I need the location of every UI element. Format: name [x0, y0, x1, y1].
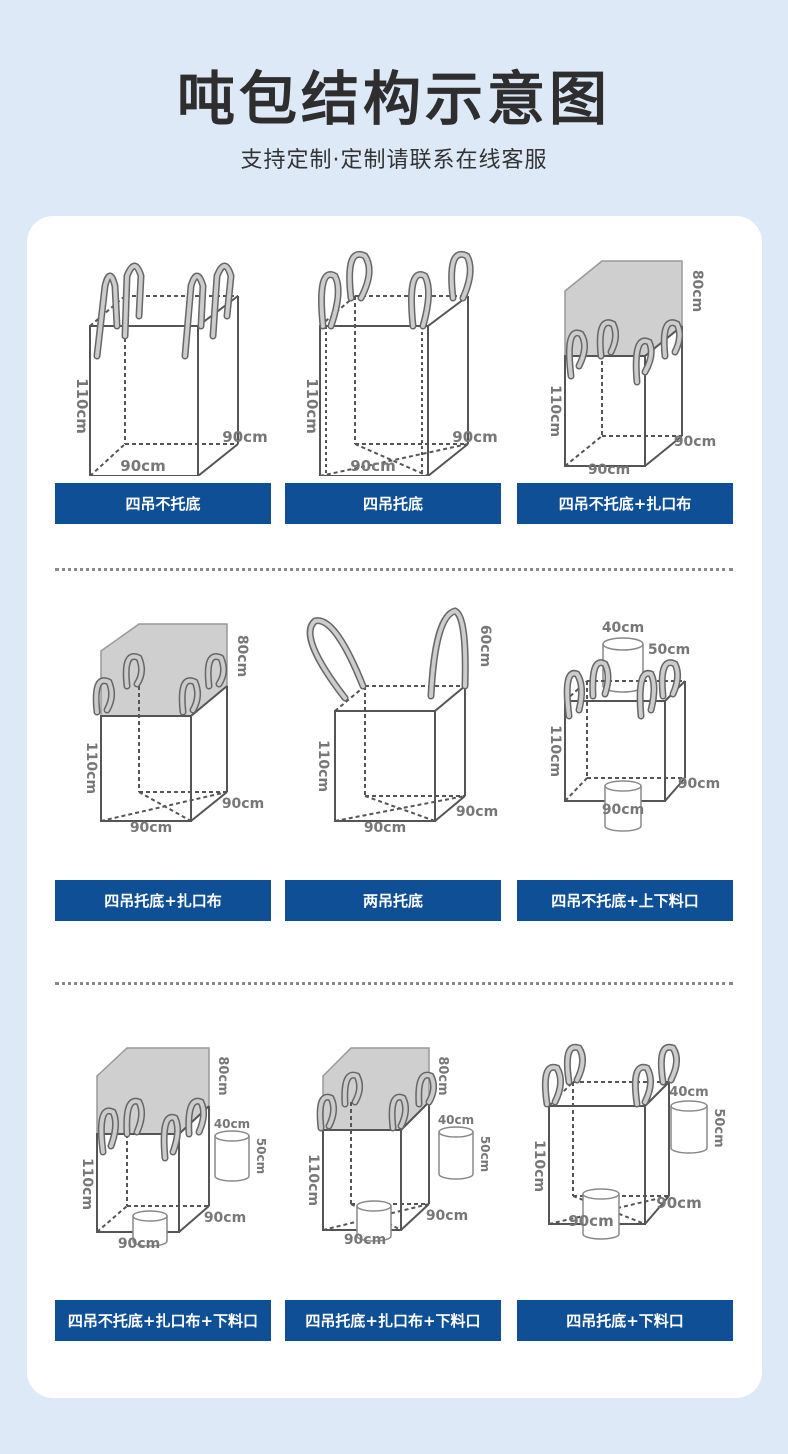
dim-width: 90cm [344, 1232, 386, 1248]
diagram-four-loop-bottom-spout: 40cm 50cm 110cm 90cm 90cm 四吊托底+下料口 [517, 1036, 733, 1341]
dim-height: 110cm [315, 740, 331, 792]
dim-width: 90cm [130, 820, 172, 836]
bag-illustration: 80cm 40cm 50cm 110cm 90cm 90cm [79, 1047, 268, 1252]
divider [55, 568, 733, 571]
dim-width: 90cm [568, 1212, 613, 1230]
diagram-four-loop-no-bottom-skirt-spout: 80cm 40cm 50cm 110cm 90cm 90cm 四吊不托底+扎口布… [55, 1036, 271, 1341]
bag-illustration: 40cm 50cm 110cm 90cm 90cm [531, 1043, 726, 1240]
diagram-label: 四吊托底+扎口布+下料口 [285, 1300, 501, 1341]
dim-top: 80cm [435, 1056, 450, 1095]
dim-depth: 90cm [456, 804, 498, 820]
diagram-label: 两吊托底 [285, 880, 501, 921]
dim-top: 80cm [689, 270, 705, 312]
dim-spout-diameter: 40cm [214, 1117, 250, 1131]
dim-height: 110cm [531, 1140, 547, 1192]
dim-loop: 60cm [477, 625, 493, 667]
page-title: 吨包结构示意图 [176, 65, 611, 133]
page-subtitle: 支持定制·定制请联系在线客服 [240, 148, 548, 173]
diagram-label: 四吊不托底+上下料口 [517, 880, 733, 921]
diagram-four-loop-bottom: 110cm 90cm 90cm 四吊托底 [285, 246, 501, 524]
diagram-label: 四吊不托底 [55, 483, 271, 524]
bag-illustration: 110cm 90cm 90cm [73, 262, 268, 476]
dim-width: 90cm [118, 1236, 160, 1252]
diagram-four-loop-bottom-skirt-spout: 80cm 40cm 50cm 110cm 90cm 90cm 四吊托底+扎口布+… [285, 1036, 501, 1341]
dim-height: 110cm [79, 1158, 95, 1210]
dim-spout-diameter: 40cm [602, 620, 644, 636]
dim-width: 90cm [588, 462, 630, 476]
dim-height: 110cm [547, 725, 563, 777]
bag-illustration: 40cm 50cm 110cm 90cm 90cm [547, 620, 720, 832]
dim-top: 80cm [234, 635, 250, 677]
bag-illustration: 80cm 110cm 90cm 90cm [547, 260, 716, 476]
diagram-label: 四吊不托底+扎口布 [517, 483, 733, 524]
diagram-four-loop-top-bottom-spout: 40cm 50cm 110cm 90cm 90cm 四吊不托底+上下料口 [517, 606, 733, 921]
dim-depth: 90cm [426, 1208, 468, 1224]
dim-spout-height: 50cm [478, 1136, 492, 1172]
diagram-four-loop-bottom-skirt: 80cm 110cm 90cm 90cm 四吊托底+扎口布 [55, 606, 271, 921]
dim-spout-diameter: 40cm [669, 1085, 708, 1100]
dim-height: 110cm [83, 742, 99, 794]
dim-height: 110cm [73, 378, 91, 434]
diagram-four-loop-no-bottom-skirt: 80cm 110cm 90cm 90cm 四吊不托底+扎口布 [517, 246, 733, 524]
bag-illustration: 80cm 40cm 50cm 110cm 90cm 90cm [305, 1047, 492, 1248]
dim-spout-height: 50cm [711, 1108, 726, 1147]
dim-depth: 90cm [452, 428, 497, 446]
diagram-two-loop-bottom: 60cm 110cm 90cm 90cm 两吊托底 [285, 606, 501, 921]
dim-spout-diameter: 40cm [438, 1113, 474, 1127]
divider [55, 982, 733, 985]
dim-top: 80cm [215, 1056, 230, 1095]
dim-width: 90cm [120, 457, 165, 475]
dim-height: 110cm [303, 378, 321, 434]
dim-depth: 90cm [674, 434, 716, 450]
diagram-label: 四吊托底+下料口 [517, 1300, 733, 1341]
dim-bottom-spout: 90cm [602, 802, 644, 818]
bag-illustration: 80cm 110cm 90cm 90cm [83, 623, 264, 836]
diagram-label: 四吊托底+扎口布 [55, 880, 271, 921]
dim-height: 110cm [305, 1154, 321, 1206]
bag-illustration: 110cm 90cm 90cm [303, 251, 498, 476]
diagram-card: 110cm 90cm 90cm 四吊不托底 [27, 216, 762, 1398]
dim-depth: 90cm [656, 1194, 701, 1212]
dim-height: 110cm [547, 385, 563, 437]
dim-width: 90cm [364, 820, 406, 836]
dim-depth: 90cm [222, 796, 264, 812]
dim-depth: 90cm [204, 1210, 246, 1226]
dim-spout-height: 50cm [254, 1138, 268, 1174]
dim-depth: 90cm [222, 428, 267, 446]
dim-depth: 90cm [678, 776, 720, 792]
bag-illustration: 60cm 110cm 90cm 90cm [306, 607, 498, 836]
diagram-label: 四吊托底 [285, 483, 501, 524]
diagram-four-loop-no-bottom: 110cm 90cm 90cm 四吊不托底 [55, 246, 271, 524]
diagram-label: 四吊不托底+扎口布+下料口 [55, 1300, 271, 1341]
dim-spout-height: 50cm [648, 642, 690, 658]
dim-width: 90cm [350, 457, 395, 475]
